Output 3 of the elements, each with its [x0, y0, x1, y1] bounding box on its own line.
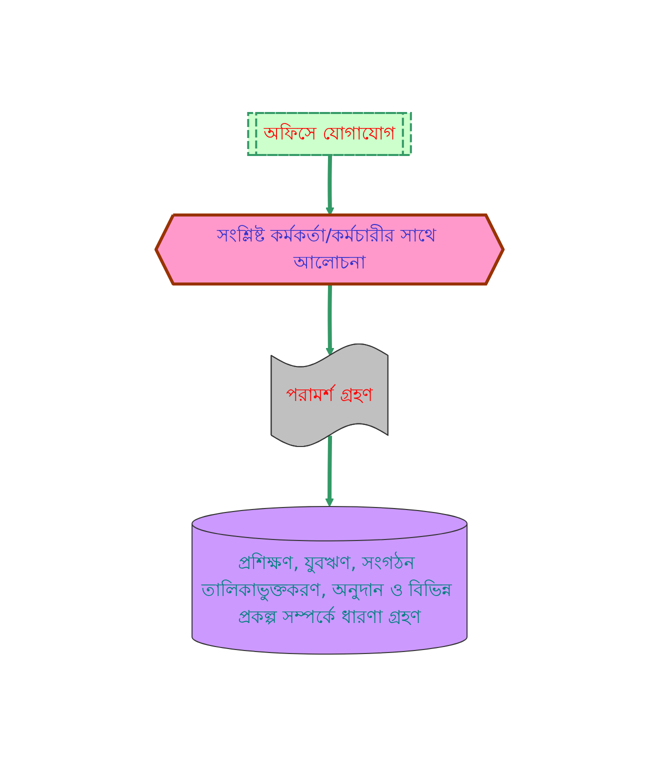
arrow [326, 436, 334, 508]
arrow [326, 156, 335, 216]
arrow [326, 284, 335, 357]
